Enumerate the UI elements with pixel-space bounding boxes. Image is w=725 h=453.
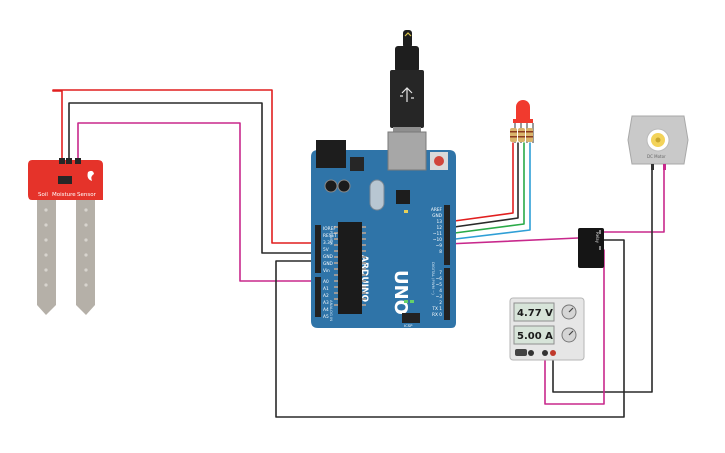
onboard-led-l [404,210,408,213]
pin-5: ~5 [436,282,443,288]
wire-magenta-pin10-relay[interactable] [446,237,579,245]
pin-gnd-1: GND [323,254,334,260]
dc-motor[interactable]: DC Motor [627,115,689,170]
wire-black-led-gnd[interactable] [446,142,519,229]
wire-black-motor-psu[interactable] [552,169,653,393]
sensor-logo-icon [87,170,94,181]
arduino-regulator [350,157,364,171]
psu-voltage-display [513,302,555,322]
digital-header-label: DIGITAL (PWM ~) [431,262,436,295]
pin-a4: A4 [323,307,329,313]
sensor-chip [58,176,72,184]
sensor-label-sensor: Sensor [77,192,97,198]
pin-3: ~3 [436,294,443,300]
relay-body [578,228,604,268]
psu-current: 5.00 A [517,331,553,342]
pin-a1: A1 [323,286,329,292]
soil-moisture-sensor[interactable]: Soil Moisture Sensor [28,158,103,315]
pin-ioref: IOREF [323,226,336,232]
pin-gnd-2: GND [323,261,334,267]
pin-a0: A0 [323,279,329,285]
pin-a3: A3 [323,300,329,306]
pin-3v3: 3.3V [323,240,333,246]
arduino-uno[interactable]: ARDUINO UNO IOREF RESET 3.3V 5V GND GND … [311,131,456,328]
usb-plug-tip [393,127,421,133]
psu-voltage: 4.77 V [517,308,553,319]
pin-9: ~9 [436,243,443,249]
icsp-label: ICSP [404,323,413,328]
mcu-pins [334,226,366,306]
power-header[interactable] [315,225,321,273]
pin-gnd-d: GND [432,213,443,219]
arduino-usb-chip [396,190,410,204]
psu-terminal-neg[interactable] [542,350,548,356]
sensor-pin-sig[interactable] [75,158,81,164]
icsp-header [402,313,420,323]
wire-black-gnd-loop[interactable] [275,239,625,418]
arduino-mcu-chip [338,222,362,314]
pin-aref: AREF [431,207,443,213]
arduino-usb-socket [387,131,427,171]
pin-2: 2 [439,300,442,306]
analog-header[interactable] [315,277,321,317]
led-dome [516,100,530,120]
pin-6: ~6 [436,276,443,282]
sensor-label-soil: Soil [38,192,48,198]
wire-red-sensor-5v[interactable] [52,89,319,244]
pin-4: 4 [439,288,442,294]
arduino-crystal [369,179,385,211]
pin-5v: 5V [323,247,329,253]
resistor-2 [518,128,525,142]
wire-magenta-sensor-a0[interactable] [77,122,319,282]
wire-magenta-relay-motor[interactable] [599,169,665,233]
pin-a2: A2 [323,293,329,299]
sensor-pin-gnd[interactable] [66,158,72,164]
psu-terminal-pos[interactable] [550,350,556,356]
sensor-pin-vcc[interactable] [59,158,65,164]
psu-switch[interactable] [515,349,527,356]
usb-boot [395,46,419,72]
pin-8: 8 [439,249,442,255]
wire-red-led-13[interactable] [446,142,514,223]
pin-vin: Vin [323,268,330,274]
wire-green-led-12[interactable] [446,142,525,235]
arduino-power-jack [316,140,346,168]
wire-blue-led-11[interactable] [446,142,531,241]
psu-terminal-gnd[interactable] [528,350,534,356]
wire-black-sensor-gnd[interactable] [68,102,319,254]
pin-13: 13 [437,219,443,225]
digital-header-top[interactable] [444,205,450,265]
pin-tx: TX 1 [431,306,442,312]
onboard-led-on [404,300,408,303]
pin-12: 12 [437,225,443,231]
arduino-brand: ARDUINO [359,255,369,303]
digital-pin-labels: AREF GND 13 12 ~11 ~10 ~9 8 7 ~6 ~5 4 ~3… [431,207,443,318]
arduino-model: UNO [390,270,411,315]
pin-10: ~10 [433,237,442,243]
power-pin-labels: IOREF RESET 3.3V 5V GND GND Vin [323,226,337,274]
pin-7: 7 [439,270,442,276]
pin-reset: RESET [323,233,337,239]
pin-11: ~11 [433,231,442,237]
pin-rx: RX 0 [432,312,442,318]
resistor-3 [526,128,533,142]
usb-plug-icon[interactable] [390,30,424,133]
resistor-1 [510,128,517,142]
led-icon[interactable] [510,100,534,143]
relay[interactable]: Relay [578,228,604,268]
probe-dots [44,208,88,287]
psu-current-display [513,325,555,345]
pin-a5: A5 [323,314,329,320]
power-header-label: POWER [329,231,334,245]
motor-label: DC Motor [647,154,666,159]
digital-header-bottom[interactable] [444,268,450,320]
sensor-label-moisture: Moisture [52,192,76,198]
analog-header-label: ANALOG IN [329,300,334,321]
power-supply[interactable]: 4.77 V 5.00 A [509,297,585,361]
analog-pin-labels: A0 A1 A2 A3 A4 A5 [323,279,329,320]
relay-label: Relay [595,232,600,244]
